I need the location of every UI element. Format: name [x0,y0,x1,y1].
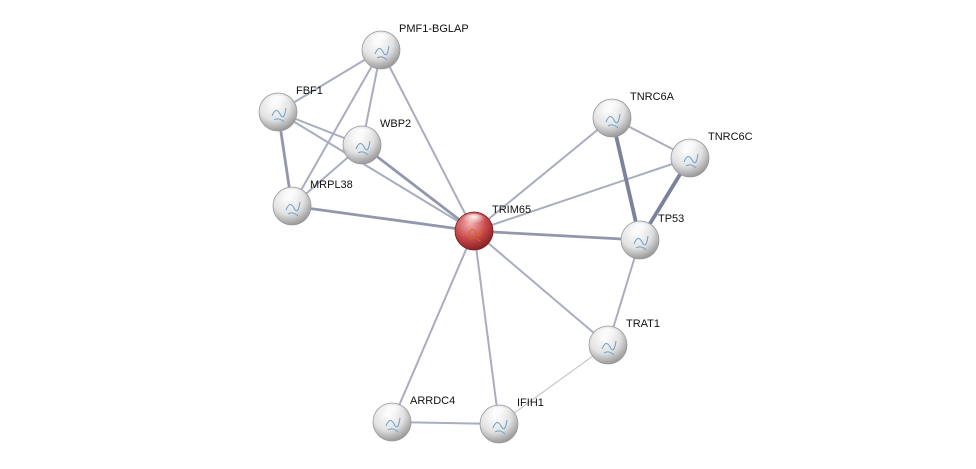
protein-structure-icon [601,340,617,356]
node-label: TNRC6C [708,131,753,143]
protein-structure-icon [605,113,621,129]
protein-structure-icon [467,226,483,242]
node-trat1[interactable]: TRAT1 [588,318,660,365]
edge-pmf1-bglap-fbf1[interactable] [277,49,382,113]
node-pmf1-bglap[interactable]: PMF1-BGLAP [361,23,469,70]
node-label: FBF1 [296,85,323,97]
edge-fbf1-trim65[interactable] [277,111,475,232]
node-tnrc6c[interactable]: TNRC6C [670,131,753,178]
protein-structure-icon [633,235,649,251]
node-fbf1[interactable]: FBF1 [258,85,323,132]
node-highlight [280,189,304,203]
edge-trat1-ifih1[interactable] [498,344,609,425]
node-label: TRAT1 [626,318,660,330]
edge-pmf1-bglap-trim65[interactable] [380,49,475,232]
node-mrpl38[interactable]: MRPL38 [272,179,353,226]
edge-trim65-tnrc6a[interactable] [473,117,613,232]
node-label: MRPL38 [310,179,353,191]
edge-trim65-trat1[interactable] [473,230,609,346]
edge-pmf1-bglap-mrpl38[interactable] [291,49,382,207]
protein-structure-icon [285,201,301,217]
protein-structure-icon [271,107,287,123]
node-highlight [266,95,290,109]
node-label: ARRDC4 [410,395,455,407]
edge-wbp2-trim65[interactable] [361,143,475,233]
edge-trim65-tp53[interactable] [473,229,641,242]
node-label: IFIH1 [517,397,544,409]
edge-trim65-tnrc6c[interactable] [473,157,691,232]
node-trim65[interactable]: TRIM65 [454,204,531,251]
node-label: TNRC6A [630,91,675,103]
node-highlight [369,33,393,47]
node-label: PMF1-BGLAP [399,23,469,35]
node-highlight [462,214,486,228]
node-label: TRIM65 [492,204,531,216]
node-tnrc6a[interactable]: TNRC6A [592,91,675,138]
edge-trim65-arrdc4[interactable] [391,230,475,423]
node-highlight [596,328,620,342]
protein-structure-icon [385,417,401,433]
node-highlight [380,405,404,419]
edge-trim65-ifih1[interactable] [473,230,500,425]
protein-structure-icon [492,419,508,435]
node-wbp2[interactable]: WBP2 [342,118,411,165]
node-highlight [628,223,652,237]
protein-structure-icon [683,153,699,169]
node-tp53[interactable]: TP53 [620,213,684,260]
node-label: TP53 [658,213,684,225]
node-arrdc4[interactable]: ARRDC4 [372,395,455,442]
node-ifih1[interactable]: IFIH1 [479,397,544,444]
protein-structure-icon [374,45,390,61]
node-label: WBP2 [380,118,411,130]
node-highlight [487,407,511,421]
node-highlight [350,128,374,142]
protein-structure-icon [355,140,371,156]
edge-tnrc6a-tp53[interactable] [610,117,642,241]
edge-mrpl38-trim65[interactable] [291,204,475,233]
node-highlight [600,101,624,115]
node-highlight [678,141,702,155]
